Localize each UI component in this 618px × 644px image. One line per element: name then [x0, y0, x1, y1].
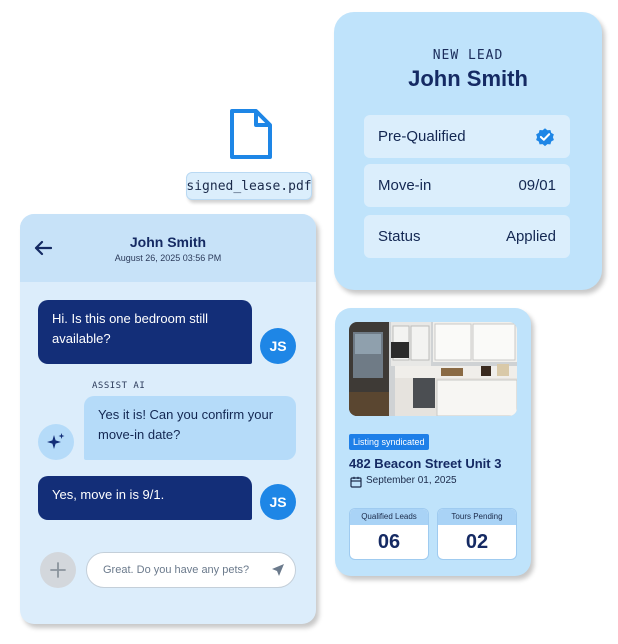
chat-panel: John Smith August 26, 2025 03:56 PM Hi. … [20, 214, 316, 624]
stat-value: 02 [465, 531, 489, 553]
lead-card[interactable]: NEW LEAD John Smith Pre-Qualified Move-i… [334, 12, 602, 290]
message-compose-bar[interactable] [86, 552, 296, 588]
listing-address: 482 Beacon Street Unit 3 [349, 456, 502, 471]
file-icon[interactable] [228, 108, 274, 160]
message-input[interactable] [103, 564, 271, 576]
lead-row-value: Applied [505, 228, 556, 245]
back-arrow-icon[interactable] [34, 240, 52, 256]
file-name-label[interactable]: signed_lease.pdf [186, 172, 312, 200]
verified-check-icon [536, 127, 554, 146]
chat-message-assistant: Yes it is! Can you confirm your move-in … [84, 396, 296, 460]
assistant-sender-label: ASSIST AI [92, 381, 146, 391]
lead-kicker: NEW LEAD [432, 48, 504, 63]
lead-row-label: Status [378, 228, 421, 245]
stat-tours-pending[interactable]: Tours Pending 02 [437, 508, 517, 560]
listing-date: September 01, 2025 [366, 475, 457, 486]
lead-row-label: Pre-Qualified [378, 128, 466, 145]
lead-row-value: 09/01 [518, 177, 556, 194]
listing-photo [349, 322, 517, 416]
lead-row-status: Status Applied [364, 215, 570, 258]
stat-label: Qualified Leads [350, 509, 428, 525]
chat-message-user: Hi. Is this one bedroom still available? [38, 300, 252, 364]
chat-message-user: Yes, move in is 9/1. [38, 476, 252, 520]
lead-row-movein: Move-in 09/01 [364, 164, 570, 207]
chat-header: John Smith August 26, 2025 03:56 PM [20, 214, 316, 282]
lead-row-prequalified: Pre-Qualified [364, 115, 570, 158]
avatar: JS [260, 484, 296, 520]
calendar-icon [350, 476, 362, 488]
lead-name: John Smith [408, 66, 528, 91]
lead-row-label: Move-in [378, 177, 432, 194]
stat-qualified-leads[interactable]: Qualified Leads 06 [349, 508, 429, 560]
chat-contact-name: John Smith [129, 234, 207, 250]
stat-label: Tours Pending [438, 509, 516, 525]
chat-timestamp: August 26, 2025 03:56 PM [114, 253, 222, 263]
plus-icon [50, 562, 66, 578]
ai-sparkle-avatar [38, 424, 74, 460]
add-attachment-button[interactable] [40, 552, 76, 588]
sparkle-icon [47, 433, 65, 449]
avatar: JS [260, 328, 296, 364]
stat-value: 06 [377, 531, 401, 553]
listing-syndicated-badge: Listing syndicated [349, 434, 429, 450]
listing-card[interactable]: Listing syndicated 482 Beacon Street Uni… [335, 308, 531, 576]
send-icon[interactable] [271, 563, 285, 577]
